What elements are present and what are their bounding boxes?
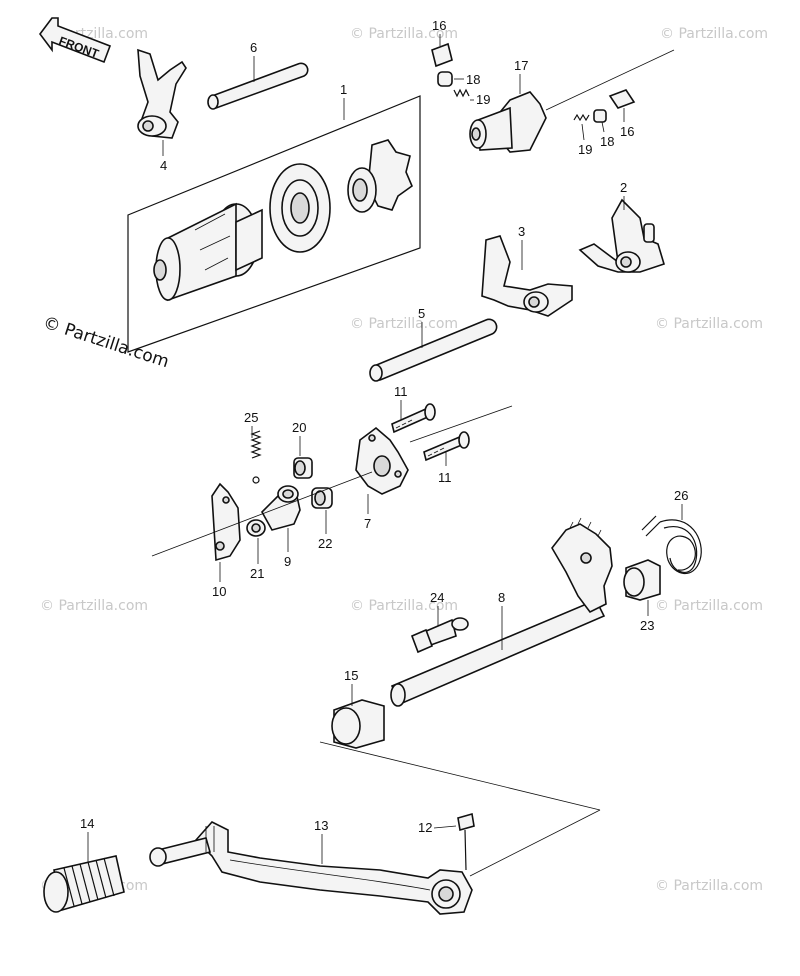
callout-14: 14 bbox=[80, 816, 94, 831]
washer-21 bbox=[246, 519, 266, 537]
callout-20: 20 bbox=[292, 420, 306, 435]
bolt-12 bbox=[457, 812, 475, 871]
spring-19-top bbox=[453, 88, 470, 98]
bolt-11-lower bbox=[423, 431, 470, 462]
callout-10: 10 bbox=[212, 584, 226, 599]
callout-18-right: 18 bbox=[600, 134, 614, 149]
callout-13: 13 bbox=[314, 818, 328, 833]
shift-fork-4 bbox=[137, 48, 187, 139]
plunger-18-top bbox=[437, 71, 453, 87]
shift-mechanism-plate-7 bbox=[355, 426, 409, 495]
callout-11-lower: 11 bbox=[438, 470, 452, 485]
shift-fork-3 bbox=[481, 235, 573, 317]
callout-15: 15 bbox=[344, 668, 358, 683]
shift-drum-assembly bbox=[127, 95, 421, 353]
shift-drum bbox=[153, 202, 263, 302]
callout-6: 6 bbox=[250, 40, 257, 55]
spring-19-right bbox=[573, 113, 590, 122]
return-spring-26 bbox=[641, 515, 702, 575]
watermark: © Partzilla.com bbox=[655, 316, 763, 332]
callouts: 1 2 3 4 5 6 7 8 9 10 11 11 12 13 14 15 1 bbox=[80, 18, 688, 864]
callout-23: 23 bbox=[640, 618, 654, 633]
callout-26: 26 bbox=[674, 488, 688, 503]
callout-3: 3 bbox=[518, 224, 525, 239]
plunger-18-right bbox=[593, 109, 607, 123]
shift-drum-pin-plate-17 bbox=[469, 91, 547, 153]
watermark: © Partzilla.com bbox=[350, 26, 458, 42]
callout-22: 22 bbox=[318, 536, 332, 551]
callout-17: 17 bbox=[514, 58, 528, 73]
bearing bbox=[269, 163, 331, 253]
callout-24: 24 bbox=[430, 590, 444, 605]
shift-arm-10 bbox=[211, 482, 241, 562]
callout-11-upper: 11 bbox=[394, 384, 408, 399]
callout-12: 12 bbox=[418, 820, 432, 835]
bolt-11-upper bbox=[391, 403, 436, 434]
callout-19-right: 19 bbox=[578, 142, 592, 157]
callout-16-right: 16 bbox=[620, 124, 634, 139]
watermark: © Partzilla.com bbox=[40, 598, 148, 614]
spring-25 bbox=[250, 430, 262, 484]
watermark: © Partzilla.com bbox=[350, 316, 458, 332]
callout-5: 5 bbox=[418, 306, 425, 321]
watermark: © Partzilla.com bbox=[660, 26, 768, 42]
callout-2: 2 bbox=[620, 180, 627, 195]
callout-18-top: 18 bbox=[466, 72, 480, 87]
watermark: © Partzilla.com bbox=[655, 878, 763, 894]
pedal-rubber-14 bbox=[43, 855, 125, 913]
shift-fork-2 bbox=[578, 198, 665, 273]
watermark: © Partzilla.com bbox=[655, 598, 763, 614]
callout-9: 9 bbox=[284, 554, 291, 569]
callout-21: 21 bbox=[250, 566, 264, 581]
shift-cam bbox=[347, 139, 413, 213]
callout-19-top: 19 bbox=[476, 92, 490, 107]
shift-rod-5 bbox=[369, 318, 498, 382]
bolt-24 bbox=[410, 617, 469, 654]
gear-shift-pedal-13 bbox=[149, 821, 473, 915]
gear-shift-shaft-8 bbox=[390, 517, 613, 707]
callout-4: 4 bbox=[160, 158, 167, 173]
callout-8: 8 bbox=[498, 590, 505, 605]
pin-16-top bbox=[431, 42, 453, 68]
callout-25: 25 bbox=[244, 410, 258, 425]
shift-rod-6 bbox=[207, 62, 309, 110]
collar-15 bbox=[331, 699, 385, 749]
callout-16-top: 16 bbox=[432, 18, 446, 33]
watermark-main: © Partzilla.com bbox=[40, 313, 171, 373]
pin-16-right bbox=[608, 89, 636, 109]
link-9 bbox=[261, 485, 301, 531]
watermark: © Partzilla.com bbox=[350, 598, 458, 614]
callout-7: 7 bbox=[364, 516, 371, 531]
collar-23 bbox=[623, 559, 661, 601]
callout-1: 1 bbox=[340, 82, 347, 97]
collar-20 bbox=[293, 457, 313, 479]
